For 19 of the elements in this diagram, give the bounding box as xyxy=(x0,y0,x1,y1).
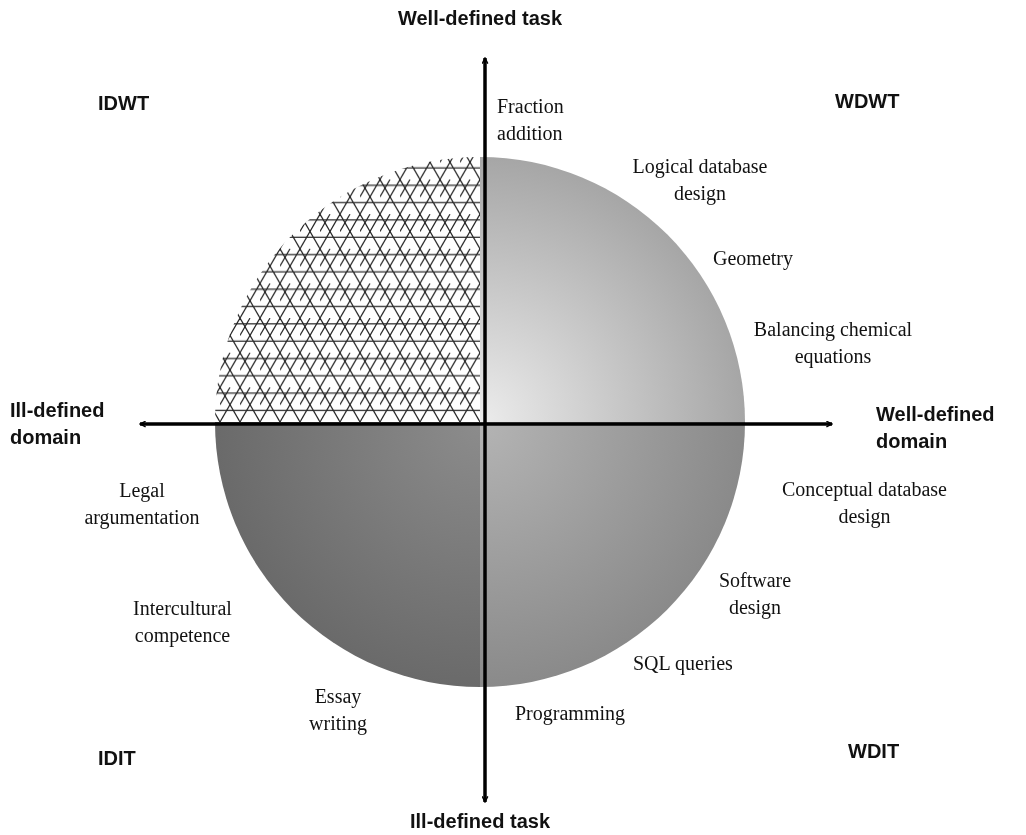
axis-label: Ill-defined task xyxy=(409,809,551,834)
example-label: Balancing chemical equations xyxy=(752,317,914,370)
axis-label: Well-defined task xyxy=(396,6,564,31)
axis-label: Ill-defined domain xyxy=(10,398,106,450)
example-label: Conceptual database design xyxy=(781,477,948,530)
quadrant-label: IDIT xyxy=(98,746,136,771)
quadrant-label: WDIT xyxy=(848,739,900,764)
axis-label: Well-defined domain xyxy=(876,402,996,454)
example-label: Legal argumentation xyxy=(83,478,201,531)
example-label: Essay writing xyxy=(308,684,368,737)
example-label: Fraction addition xyxy=(497,94,565,146)
quadrant-label: IDWT xyxy=(98,91,150,116)
quadrant-label: WDWT xyxy=(835,89,900,114)
example-label: Software design xyxy=(717,568,793,621)
example-label: Programming xyxy=(515,701,625,727)
example-label: Geometry xyxy=(713,246,793,272)
example-label: SQL queries xyxy=(633,651,733,677)
example-label: Intercultural competence xyxy=(132,596,233,649)
example-label: Logical database design xyxy=(631,154,769,207)
